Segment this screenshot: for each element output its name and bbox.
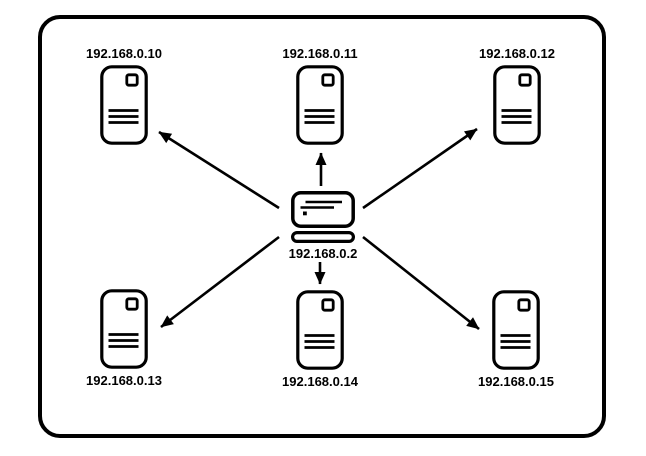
server-node: 192.168.0.11 [250,46,390,145]
client-computer-node: 192.168.0.2 [253,191,393,261]
server-ip-label: 192.168.0.15 [478,374,554,389]
server-node: 192.168.0.12 [447,46,587,145]
server-node: 192.168.0.10 [54,46,194,145]
server-ip-label: 192.168.0.10 [86,46,162,61]
server-icon [492,290,540,370]
server-node: 192.168.0.14 [250,290,390,389]
server-icon [100,65,148,145]
server-ip-label: 192.168.0.13 [86,373,162,388]
server-node: 192.168.0.15 [446,290,586,389]
server-node: 192.168.0.13 [54,289,194,388]
server-icon [100,289,148,369]
server-ip-label: 192.168.0.11 [282,46,358,61]
server-icon [296,290,344,370]
server-ip-label: 192.168.0.14 [282,374,358,389]
server-ip-label: 192.168.0.12 [479,46,555,61]
client-ip-label: 192.168.0.2 [288,246,358,261]
computer-icon [291,191,355,243]
server-icon [296,65,344,145]
server-icon [493,65,541,145]
